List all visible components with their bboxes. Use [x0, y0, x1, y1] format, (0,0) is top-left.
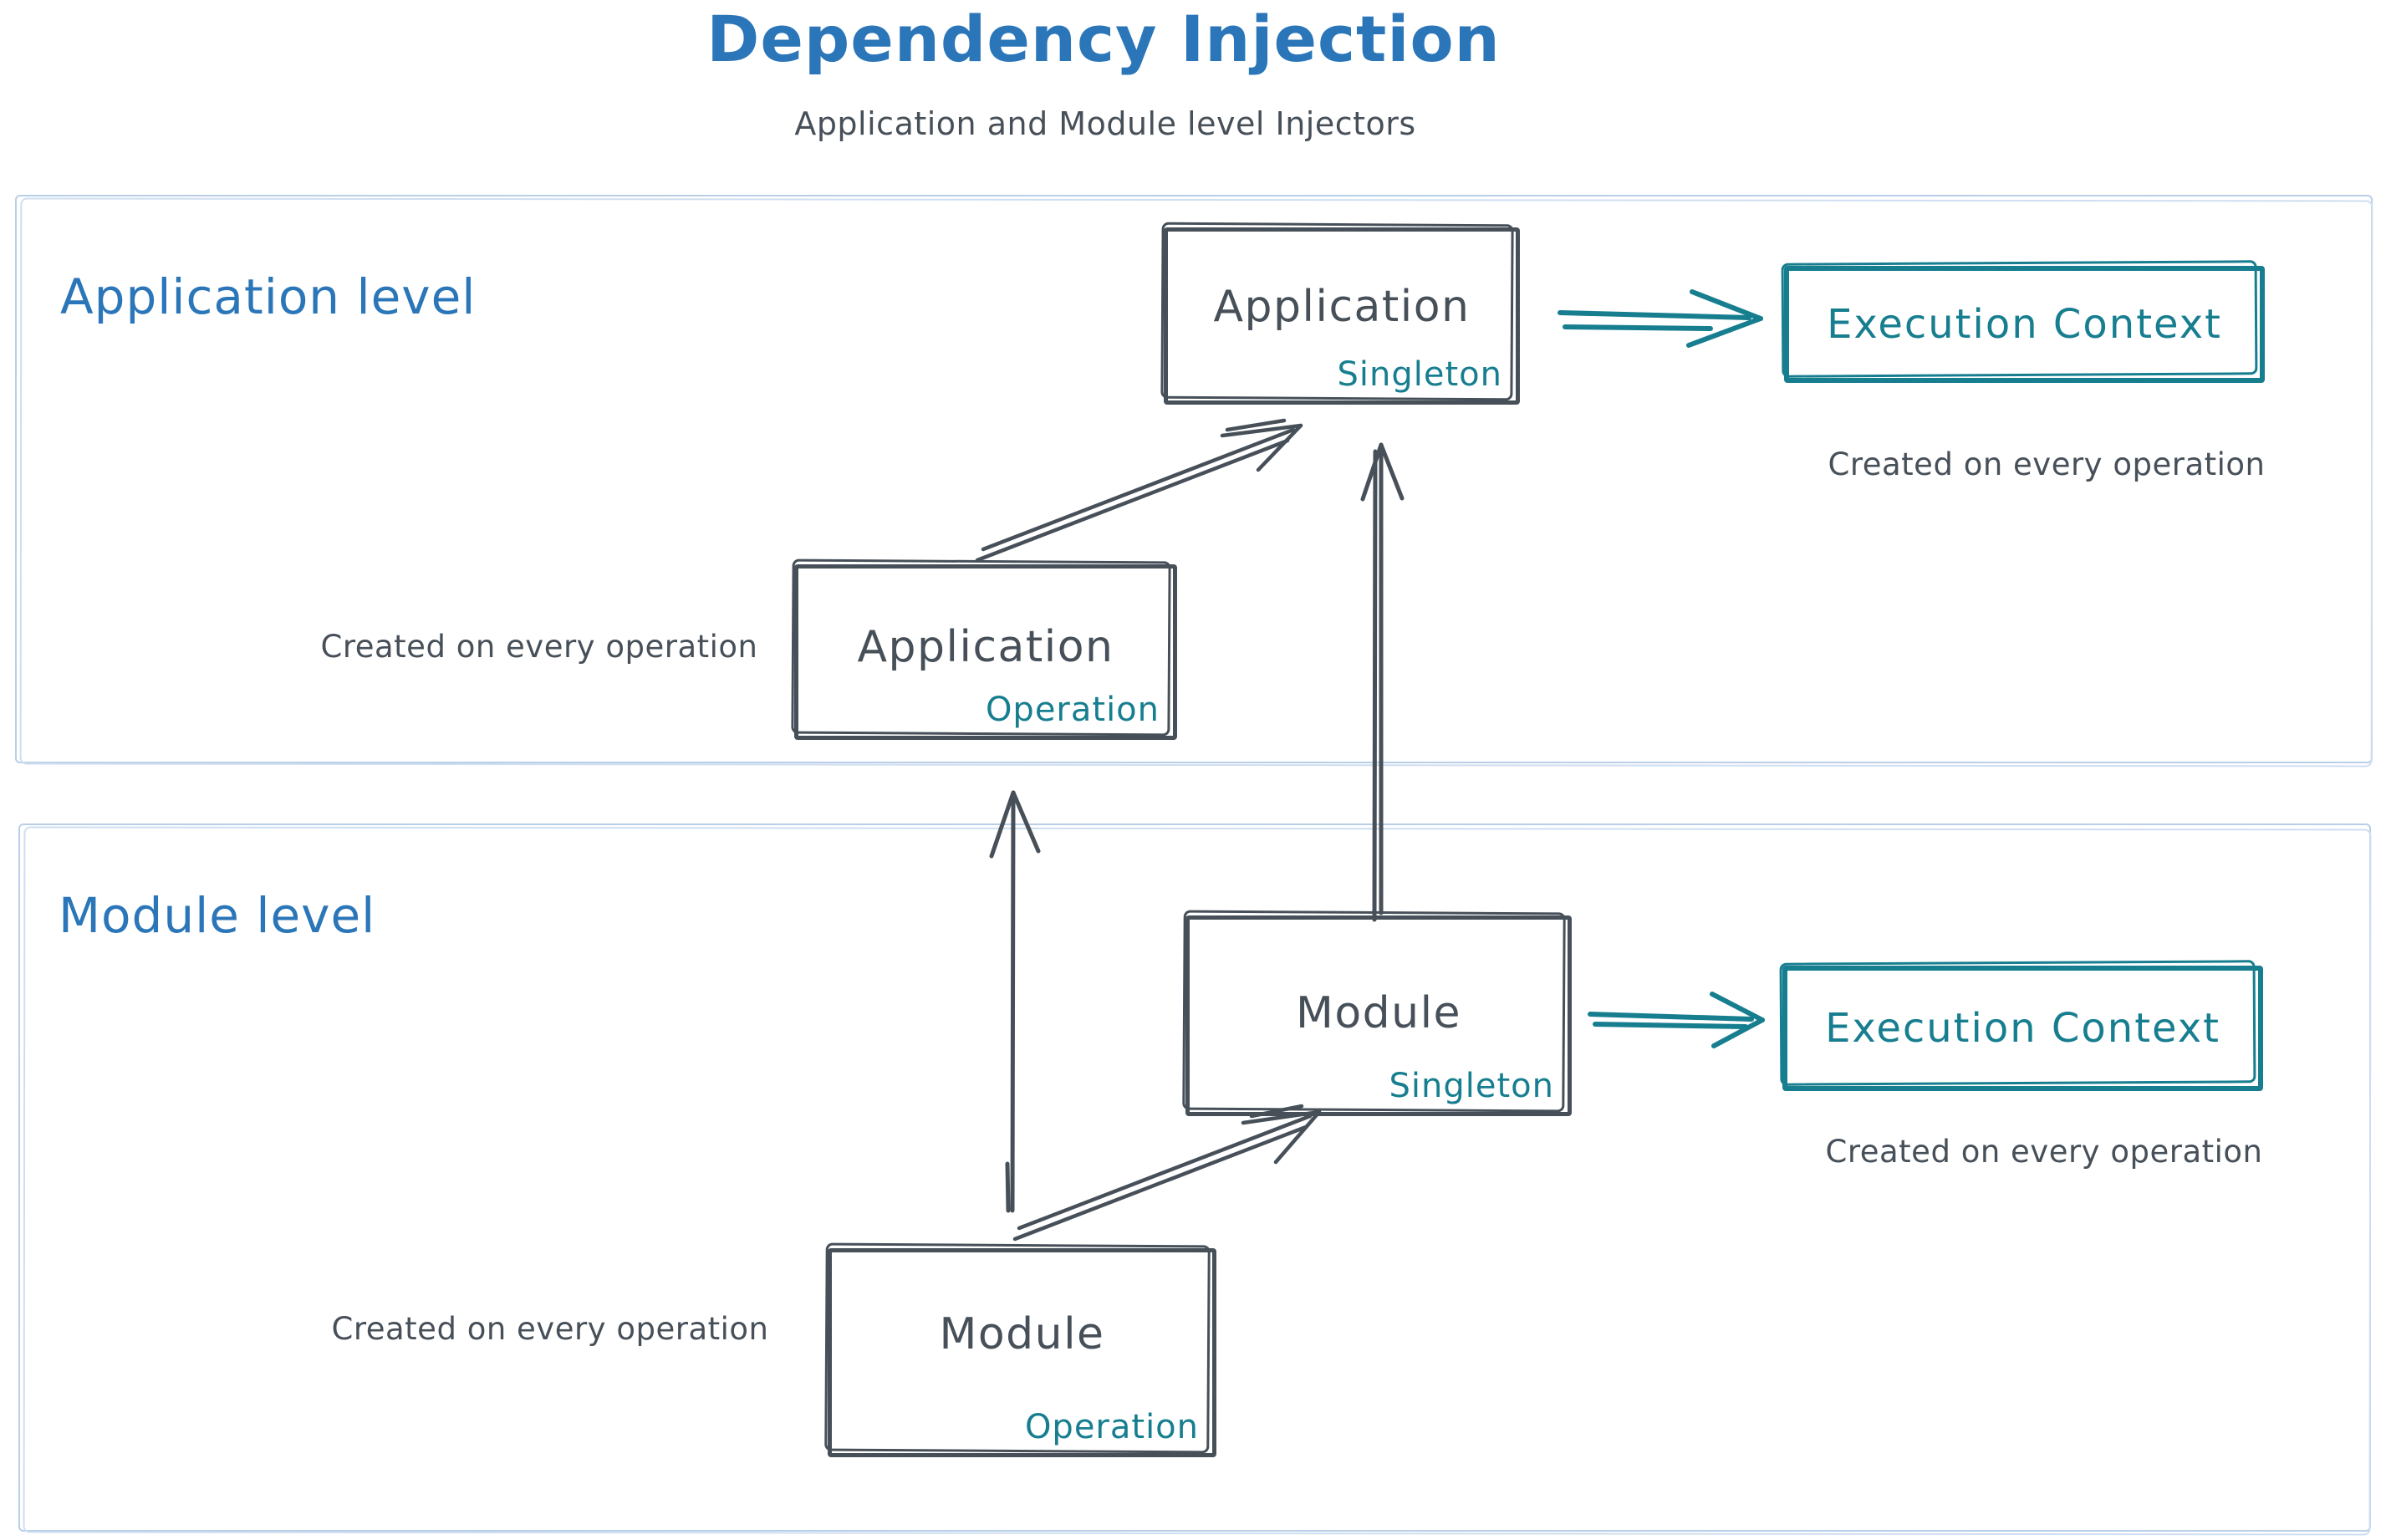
application-operation-box: Application Operation: [794, 564, 1177, 740]
caption-execution-context-application: Created on every operation: [1828, 446, 2266, 482]
execution-context-label-module: Execution Context: [1825, 1005, 2220, 1052]
module-operation-title: Module: [939, 1309, 1105, 1359]
application-operation-scope-label: Operation: [985, 691, 1160, 729]
module-singleton-box: Module Singleton: [1185, 915, 1572, 1116]
module-singleton-title: Module: [1295, 988, 1462, 1038]
caption-module-operation: Created on every operation: [331, 1311, 769, 1347]
module-level-section: Module level: [18, 824, 2371, 1532]
page-subtitle: Application and Module level Injectors: [794, 105, 1416, 142]
caption-application-operation: Created on every operation: [320, 629, 758, 665]
module-singleton-scope-label: Singleton: [1389, 1067, 1554, 1105]
application-level-section: Application level: [15, 195, 2373, 763]
module-level-label: Module level: [59, 887, 376, 944]
application-singleton-scope-label: Singleton: [1337, 355, 1502, 394]
application-singleton-box: Application Singleton: [1164, 227, 1520, 405]
execution-context-box-application: Execution Context: [1784, 266, 2265, 383]
module-operation-scope-label: Operation: [1024, 1408, 1199, 1446]
execution-context-label-application: Execution Context: [1827, 301, 2222, 348]
page-title: Dependency Injection: [706, 2, 1501, 76]
module-operation-box: Module Operation: [828, 1248, 1216, 1457]
application-level-label: Application level: [60, 268, 477, 325]
execution-context-box-module: Execution Context: [1782, 966, 2263, 1091]
application-singleton-title: Application: [1213, 282, 1471, 332]
application-operation-title: Application: [857, 622, 1114, 672]
caption-execution-context-module: Created on every operation: [1825, 1134, 2263, 1170]
